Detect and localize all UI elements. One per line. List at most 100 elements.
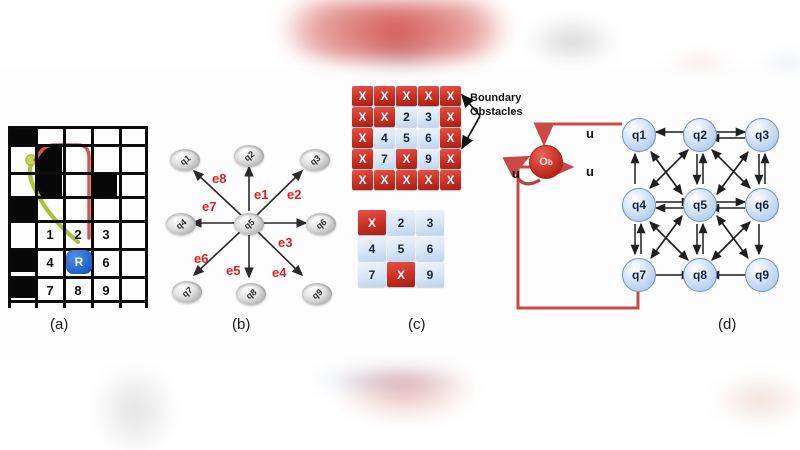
edge-label-e3: e3 bbox=[278, 235, 293, 250]
edge-label-e8: e8 bbox=[212, 171, 227, 186]
grid-bottom-free-cell: 6 bbox=[416, 236, 444, 261]
grid-top-obstacle-cell: X bbox=[374, 86, 395, 106]
edge-label-e6: e6 bbox=[194, 251, 209, 266]
node-state-q1-label: q1 bbox=[631, 128, 646, 142]
node-state-q7-label: q7 bbox=[631, 268, 646, 282]
caption-b: (b) bbox=[232, 316, 251, 333]
grid-top-obstacle-cell: X bbox=[352, 107, 373, 127]
edge-label-e1: e1 bbox=[254, 187, 269, 202]
grid-line-v bbox=[8, 126, 11, 308]
node-q7[interactable]: q7 bbox=[172, 281, 202, 303]
grid-line-v bbox=[35, 126, 38, 308]
grid-top-free-cell: 6 bbox=[418, 128, 439, 148]
grid-top-obstacle-cell: X bbox=[396, 149, 417, 169]
node-state-q9[interactable]: q9 bbox=[745, 258, 779, 292]
node-q4[interactable]: q4 bbox=[166, 213, 196, 235]
cell-number-7: 7 bbox=[46, 283, 54, 298]
node-state-q7[interactable]: q7 bbox=[622, 258, 656, 292]
obstacle-cell bbox=[10, 128, 35, 144]
grid-top-free-cell: 9 bbox=[418, 149, 439, 169]
grid-top-obstacle-cell: X bbox=[440, 149, 461, 169]
grid-line-v bbox=[119, 126, 122, 308]
node-state-q6[interactable]: q6 bbox=[745, 188, 779, 222]
cell-number-1: 1 bbox=[46, 227, 54, 242]
obstacle-state-label: O bbox=[539, 156, 548, 168]
obstacle-state-subscript: b bbox=[547, 157, 553, 167]
node-q5-label: q5 bbox=[241, 216, 257, 232]
grid-bottom-free-cell: 3 bbox=[416, 210, 444, 235]
annotation-line-1: Boundary bbox=[470, 92, 522, 104]
node-state-q4[interactable]: q4 bbox=[622, 188, 656, 222]
annotation-line-2: Obstacles bbox=[470, 105, 523, 118]
node-q5[interactable]: q5 bbox=[234, 213, 264, 235]
grid-bottom-obstacle-cell: X bbox=[358, 210, 386, 235]
boundary-annotation-arrows bbox=[460, 93, 481, 150]
node-state-q2[interactable]: q2 bbox=[683, 118, 717, 152]
cell-number-2: 2 bbox=[74, 227, 82, 242]
grid-line-h bbox=[8, 172, 148, 175]
node-q6[interactable]: q6 bbox=[306, 213, 336, 235]
grid-bottom-free-cell: 7 bbox=[358, 262, 386, 287]
node-state-q6-label: q6 bbox=[754, 198, 769, 212]
edge-label-e2: e2 bbox=[287, 187, 302, 202]
caption-a: (a) bbox=[50, 316, 69, 333]
grid-top-free-cell: 4 bbox=[374, 128, 395, 148]
node-q1-label: q1 bbox=[177, 152, 193, 168]
grid-line-h bbox=[8, 300, 148, 303]
node-state-q5-label: q5 bbox=[692, 198, 707, 212]
grid-top-obstacle-cell: X bbox=[440, 107, 461, 127]
node-q4-label: q4 bbox=[173, 216, 189, 232]
cell-number-6: 6 bbox=[102, 255, 110, 270]
node-state-q3-label: q3 bbox=[754, 128, 769, 142]
grid-line-h bbox=[8, 220, 148, 223]
grid-bottom-free-cell: 5 bbox=[387, 236, 415, 261]
panel-d-transitions bbox=[630, 127, 770, 280]
node-state-q8[interactable]: q8 bbox=[683, 258, 717, 292]
grid-top-obstacle-cell: X bbox=[440, 86, 461, 106]
node-q8-label: q8 bbox=[243, 286, 259, 302]
grid-top-obstacle-cell: X bbox=[418, 170, 439, 190]
grid-top-obstacle-cell: X bbox=[352, 86, 373, 106]
panel-b-action-set: q1 q2 q3 q4 q5 q6 q7 q8 q9 e8 e1 e2 e7 e… bbox=[160, 135, 338, 310]
cell-number-4: 4 bbox=[46, 255, 54, 270]
node-q7-label: q7 bbox=[179, 284, 195, 300]
obstacle-cell bbox=[10, 198, 35, 220]
node-state-q9-label: q9 bbox=[754, 268, 769, 282]
grid-top-obstacle-cell: X bbox=[352, 170, 373, 190]
grid-top-obstacle-cell: X bbox=[396, 170, 417, 190]
node-state-q5[interactable]: q5 bbox=[683, 188, 717, 222]
robot-label: R bbox=[74, 255, 84, 269]
node-q2-label: q2 bbox=[241, 148, 257, 164]
grid-line-h bbox=[8, 196, 148, 199]
caption-c: (c) bbox=[408, 316, 426, 333]
node-q8[interactable]: q8 bbox=[236, 283, 266, 305]
panel-a-gridworld: 1 2 3 4 R 6 7 8 9 bbox=[8, 126, 148, 308]
node-q2[interactable]: q2 bbox=[234, 145, 264, 167]
node-state-q3[interactable]: q3 bbox=[745, 118, 779, 152]
node-q9[interactable]: q9 bbox=[302, 283, 332, 305]
obstacle-cell bbox=[92, 174, 117, 196]
node-state-q1[interactable]: q1 bbox=[622, 118, 656, 152]
boundary-obstacles-annotation: Boundary Obstacles bbox=[470, 92, 580, 120]
grid-bottom-free-cell: 9 bbox=[416, 262, 444, 287]
grid-line-h bbox=[8, 248, 148, 251]
obstacle-cell bbox=[37, 174, 62, 196]
grid-line-h bbox=[8, 126, 148, 129]
node-q1[interactable]: q1 bbox=[170, 149, 200, 171]
grid-bottom-obstacle-cell: X bbox=[387, 262, 415, 287]
grid-top-obstacle-cell: X bbox=[396, 86, 417, 106]
u-label-selfloop: u bbox=[512, 166, 520, 181]
node-state-q8-label: q8 bbox=[692, 268, 707, 282]
grid-line-v bbox=[91, 126, 94, 308]
node-q3[interactable]: q3 bbox=[300, 149, 330, 171]
cell-number-8: 8 bbox=[74, 283, 82, 298]
grid-top-obstacle-cell: X bbox=[440, 128, 461, 148]
grid-top-obstacle-cell: X bbox=[352, 128, 373, 148]
u-label-q8: u bbox=[586, 164, 594, 179]
caption-d: (d) bbox=[718, 316, 737, 333]
